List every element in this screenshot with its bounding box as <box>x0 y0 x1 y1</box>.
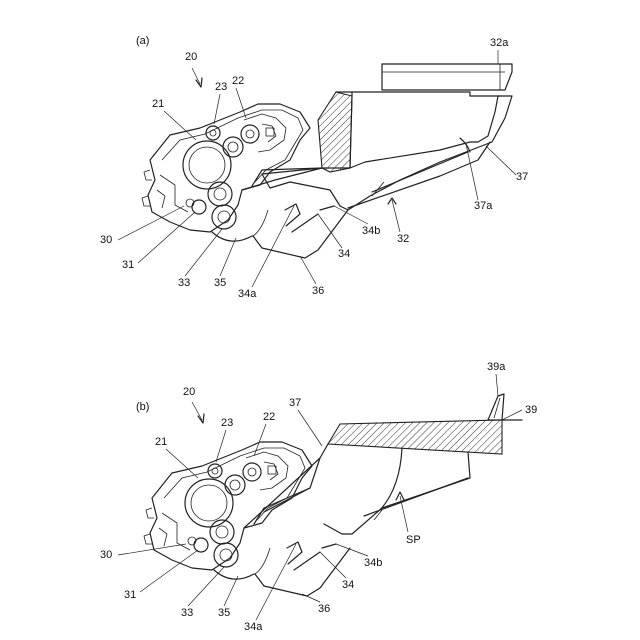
label-33-a: 33 <box>178 277 190 289</box>
label-39-b: 39 <box>525 404 537 416</box>
label-34a-b: 34a <box>244 621 263 633</box>
label-34b-b: 34b <box>364 557 382 569</box>
label-37-b: 37 <box>289 397 301 409</box>
fin-39a <box>488 394 504 420</box>
label-34b-a: 34b <box>362 225 380 237</box>
label-31-b: 31 <box>124 589 136 601</box>
label-21-b: 21 <box>155 436 167 448</box>
label-30-a: 30 <box>100 234 112 246</box>
tray-32a <box>382 64 512 90</box>
hatched-wall-a <box>318 92 352 172</box>
label-34a-a: 34a <box>238 288 257 300</box>
label-20-a: 20 <box>185 51 197 63</box>
label-21-a: 21 <box>152 98 164 110</box>
panel-b <box>144 394 522 596</box>
label-33-b: 33 <box>181 607 193 619</box>
label-32-a: 32 <box>397 233 409 245</box>
label-22-a: 22 <box>232 75 244 87</box>
label-20-b: 20 <box>183 386 195 398</box>
panel-a <box>142 64 512 258</box>
label-34-b: 34 <box>342 579 354 591</box>
label-23-a: 23 <box>215 81 227 93</box>
label-36-a: 36 <box>312 285 324 297</box>
label-35-b: 35 <box>218 607 230 619</box>
label-36-b: 36 <box>318 603 330 615</box>
label-22-b: 22 <box>263 411 275 423</box>
label-30-b: 30 <box>100 549 112 561</box>
label-SP-b: SP <box>406 534 421 546</box>
label-34-a: 34 <box>338 248 350 260</box>
label-31-a: 31 <box>122 259 134 271</box>
label-37a-a: 37a <box>474 200 493 212</box>
panel-label-b: (b) <box>136 401 149 413</box>
panel-b-labels: (b) 20 23 22 21 37 39a 39 SP 30 31 33 35… <box>100 361 537 633</box>
label-37-a: 37 <box>516 171 528 183</box>
label-35-a: 35 <box>214 277 226 289</box>
hatched-guide-39 <box>328 420 502 454</box>
label-39a-b: 39a <box>487 361 506 373</box>
panel-label-a: (a) <box>136 35 149 47</box>
label-32a-a: 32a <box>490 37 509 49</box>
label-23-b: 23 <box>221 417 233 429</box>
